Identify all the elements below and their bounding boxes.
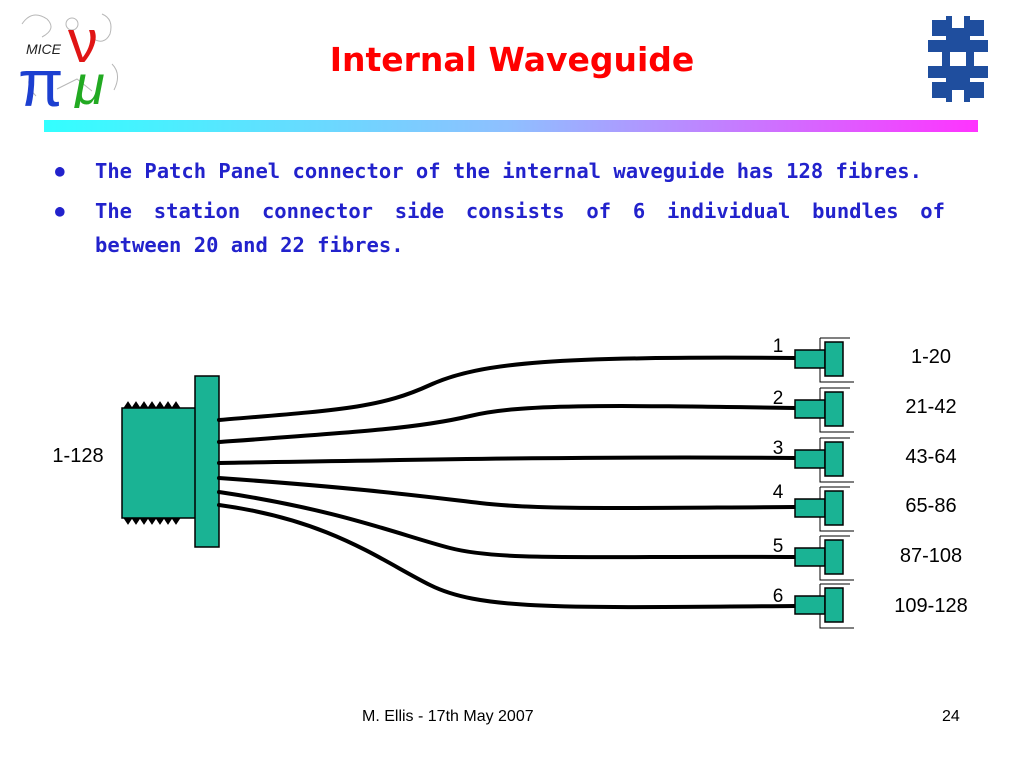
bundle-number-6: 6 xyxy=(773,586,784,607)
bullet-item: ● The station connector side consists of… xyxy=(55,194,945,262)
waveguide-diagram: 1-128 1 2 3 xyxy=(52,336,968,629)
station-connector-1 xyxy=(794,337,854,383)
bullet-list: ● The Patch Panel connector of the inter… xyxy=(55,154,945,268)
fibre-bundle-5 xyxy=(217,490,797,560)
bundle-range-6: 109-128 xyxy=(894,595,967,617)
bundle-range-4: 65-86 xyxy=(905,495,956,517)
mice-logo-text: MICE xyxy=(26,41,62,57)
patch-panel-flange xyxy=(194,375,220,548)
mice-logo: MICE π ν μ xyxy=(12,4,140,108)
bundle-range-2: 21-42 xyxy=(905,396,956,418)
patch-panel-teeth-top xyxy=(123,401,181,409)
patch-panel-connector-body xyxy=(121,407,199,519)
bullet-text: The Patch Panel connector of the interna… xyxy=(95,159,922,183)
bullet-icon: ● xyxy=(55,201,65,220)
fibre-bundle-3 xyxy=(217,455,797,465)
bundle-range-1: 1-20 xyxy=(911,346,951,368)
svg-text:μ: μ xyxy=(72,53,105,108)
bullet-text: The station connector side consists of 6… xyxy=(95,199,945,257)
slide-title: Internal Waveguide xyxy=(329,40,695,79)
patch-panel-teeth-bottom xyxy=(123,517,181,525)
bundle-number-4: 4 xyxy=(773,482,784,503)
fibre-bundle-1 xyxy=(217,355,797,422)
title-divider xyxy=(44,120,978,132)
patch-panel-label: 1-128 xyxy=(52,445,103,467)
svg-text:ν: ν xyxy=(68,8,98,75)
bundle-number-2: 2 xyxy=(773,388,784,409)
bundle-range-5: 87-108 xyxy=(900,545,962,567)
footer-author-date: M. Ellis - 17th May 2007 xyxy=(362,708,534,725)
bundle-number-3: 3 xyxy=(773,438,784,459)
fibre-bundle-2 xyxy=(217,404,797,444)
bundle-range-3: 43-64 xyxy=(905,446,956,468)
svg-text:π: π xyxy=(18,46,64,108)
fermilab-logo xyxy=(928,16,988,102)
station-connector-3 xyxy=(794,437,854,483)
bundle-number-1: 1 xyxy=(773,336,784,357)
footer-page-number: 24 xyxy=(942,708,960,725)
station-connector-6 xyxy=(794,583,854,629)
station-connector-4 xyxy=(794,486,854,532)
station-connector-5 xyxy=(794,535,854,581)
fibre-bundle-4 xyxy=(217,476,797,511)
bullet-item: ● The Patch Panel connector of the inter… xyxy=(55,154,945,188)
bundle-number-5: 5 xyxy=(773,536,784,557)
fibre-bundle-6 xyxy=(217,503,797,610)
station-connector-2 xyxy=(794,387,854,433)
bullet-icon: ● xyxy=(55,161,65,180)
